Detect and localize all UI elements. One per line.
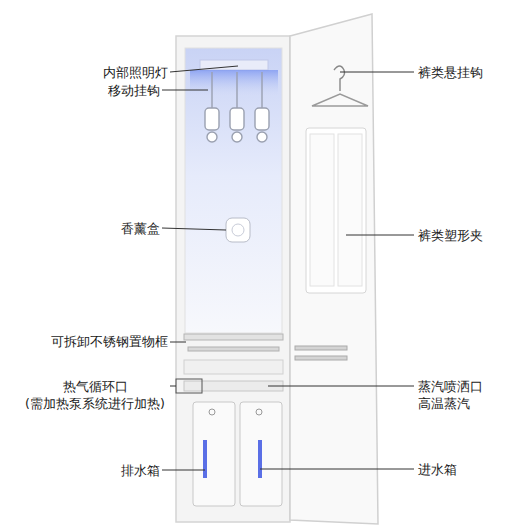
part-label: 进水箱 xyxy=(418,461,457,478)
part-label: 蒸汽喷洒口 高温蒸汽 xyxy=(418,378,496,412)
aroma-box xyxy=(226,218,250,242)
tank-indicator xyxy=(258,440,262,478)
lower-shelf xyxy=(184,360,283,374)
part-label: 裤类塑形夹 xyxy=(418,227,483,244)
tank-indicator xyxy=(203,440,207,478)
tank-icon xyxy=(209,409,215,415)
pants-hook xyxy=(334,66,345,91)
shaper-panel xyxy=(338,134,362,286)
part-label: 可拆卸不锈钢置物框 xyxy=(51,333,168,350)
moving-hooks xyxy=(205,72,269,142)
inner-chamber xyxy=(185,48,282,333)
shaper-panel xyxy=(310,134,334,286)
pants-shaper xyxy=(306,128,366,293)
door-rack xyxy=(295,356,347,360)
pants-hanger xyxy=(312,94,368,106)
cabinet-body xyxy=(176,36,290,522)
aroma-vent xyxy=(232,224,244,236)
tank-icon xyxy=(256,409,262,415)
part-label: 香薰盒 xyxy=(121,220,160,237)
leader-lines xyxy=(162,66,414,470)
inlet-tank xyxy=(240,402,282,506)
rack-top xyxy=(184,334,283,340)
part-label: 热气循环口 (需加热泵系统进行加热) xyxy=(22,378,168,412)
part-label: 移动挂钩 xyxy=(108,82,160,99)
vent-bracket xyxy=(176,379,202,393)
part-label: 裤类悬挂钩 xyxy=(418,64,483,81)
part-label: 内部照明灯 xyxy=(103,64,168,81)
open-door xyxy=(290,14,378,524)
part-label: 排水箱 xyxy=(121,462,160,479)
drain-tank xyxy=(193,402,235,506)
light-glow xyxy=(190,70,278,96)
rack-bar xyxy=(188,347,279,351)
door-rack xyxy=(295,346,347,350)
